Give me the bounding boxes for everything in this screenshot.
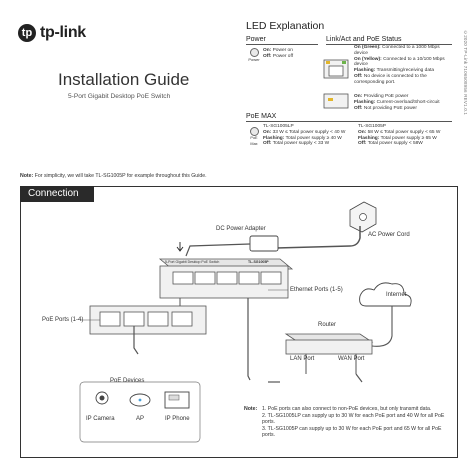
- ethernet-port-led-icon: [323, 59, 349, 79]
- wan-port-label: WAN Port: [338, 356, 365, 362]
- device-label-ap: AP: [136, 416, 145, 422]
- ip-camera-icon: [95, 391, 109, 405]
- poe-max-col2-model: TL-SG1005P: [358, 124, 386, 129]
- connection-notes: Note: 1. PoE ports can also connect to n…: [244, 406, 450, 439]
- uplink-cable: [247, 298, 251, 381]
- power-led-desc: On: Power on Off: Power off: [263, 48, 323, 60]
- poe-max-col2: TL-SG1005P On: 58 W ≤ Total power supply…: [358, 124, 454, 147]
- poe-line-on: On: Providing PoE power: [354, 94, 409, 99]
- poe-max-col1: TL-SG1005LP On: 33 W ≤ Total power suppl…: [263, 124, 355, 147]
- poe-line-flashing: Flashing: Current-overload/Short-circuit: [354, 99, 440, 105]
- ap-icon: [129, 393, 151, 407]
- poe-max-led: PoE Max: [247, 127, 261, 148]
- switch-icon: [158, 258, 294, 299]
- power-led-label: Power: [248, 57, 260, 62]
- note-item: 2. TL-SG1005LP can supply up to 30 W for…: [262, 412, 445, 426]
- poe-max-col2-line-off: Off: Total power supply < 58W: [358, 141, 423, 147]
- poe-devices-label: PoE Devices: [110, 378, 145, 384]
- note-item: 3. TL-SG1005P can supply up to 30 W for …: [262, 425, 442, 439]
- link-line-flashing: Flashing: Transmitting/receiving data: [354, 68, 434, 74]
- device-label-ip-phone: IP Phone: [165, 416, 190, 422]
- poe-max-heading: PoE MAX: [246, 113, 452, 122]
- led-heading: LED Explanation: [246, 20, 325, 32]
- ac-cord-label: AC Power Cord: [368, 232, 410, 238]
- connection-panel: [20, 186, 458, 458]
- power-heading: Power: [246, 36, 318, 45]
- power-led: Power: [248, 48, 260, 63]
- power-line-on: On: Power on: [263, 48, 293, 53]
- guide-title: Installation Guide: [58, 70, 190, 89]
- dc-adapter-label: DC Power Adapter: [216, 226, 266, 232]
- notes-list: 1. PoE ports can also connect to non-PoE…: [262, 406, 450, 439]
- power-adapter-icon: [249, 235, 279, 252]
- poe-line-off: Off: Not providing PoE power: [354, 105, 417, 111]
- power-line-off: Off: Power off: [263, 53, 294, 59]
- poe-status-led-icon: [323, 93, 349, 109]
- switch-model-label: TL-SG1005P: [248, 260, 269, 264]
- link-line-green: On (Green): Connected to a 1000 Mbps dev…: [354, 45, 440, 56]
- notes-label: Note:: [244, 406, 258, 412]
- brand-logo: tp tp-link: [18, 24, 86, 42]
- wall-outlet-icon: [349, 201, 377, 233]
- poe-max-col2-line-on: On: 58 W ≤ Total power supply < 65 W: [358, 129, 441, 135]
- router-label: Router: [318, 322, 337, 328]
- poe-max-col1-line-off: Off: Total power supply < 33 W: [263, 141, 330, 147]
- dc-cable: [185, 243, 251, 257]
- brand-name: tp-link: [40, 24, 86, 41]
- router-icon: [284, 333, 374, 355]
- poe-cable: [133, 326, 139, 355]
- ac-power-cord: [275, 226, 361, 249]
- link-heading: Link/Act and PoE Status: [326, 36, 452, 45]
- tp-link-logo-icon: tp: [18, 24, 36, 42]
- lan-port-label: LAN Port: [290, 356, 315, 362]
- link-port-desc: On (Green): Connected to a 1000 Mbps dev…: [354, 45, 450, 86]
- poe-ports-closeup: [89, 305, 207, 335]
- poe-max-col1-line-flashing: Flashing: Total power supply ≥ 40 W: [263, 135, 342, 141]
- poe-max-col1-line-on: On: 33 W ≤ Total power supply < 40 W: [263, 129, 346, 135]
- internet-label: Internet: [386, 292, 407, 298]
- power-led-icon: [249, 48, 259, 57]
- connection-diagram: [79, 201, 412, 443]
- plug-arrow-icon: [176, 242, 184, 252]
- device-label-ip-camera: IP Camera: [86, 416, 115, 422]
- link-line-off: Off: No device is connected to the corre…: [354, 73, 427, 85]
- connection-heading: Connection: [20, 186, 94, 202]
- poe-max-led-label: PoE Max: [250, 136, 258, 146]
- guide-subtitle: 5-Port Gigabit Desktop PoE Switch: [68, 93, 171, 100]
- link-line-yellow: On (Yellow): Connected to a 10/100 Mbps …: [354, 56, 445, 68]
- internet-cloud-icon: [359, 282, 412, 307]
- note-item: 1. PoE ports can also connect to non-PoE…: [262, 406, 432, 412]
- poe-max-col2-line-flashing: Flashing: Total power supply ≥ 65 W: [358, 135, 437, 141]
- side-print-text: ©2020 TP-Link 7106508956 REV1.0.1: [463, 30, 468, 116]
- simplicity-note: Note: For simplicity, we will take TL-SG…: [20, 173, 207, 179]
- link-poe-desc: On: Providing PoE power Flashing: Curren…: [354, 94, 450, 111]
- poe-max-col1-model: TL-SG1005LP: [263, 124, 294, 129]
- poe-ports-label: PoE Ports (1-4): [42, 317, 84, 323]
- poe-max-led-icon: [249, 127, 259, 136]
- switch-plate-label: 5-Port Gigabit Desktop PoE Switch: [165, 260, 220, 264]
- ethernet-ports-label: Ethernet Ports (1-5): [290, 287, 343, 293]
- ip-phone-icon: [164, 391, 190, 409]
